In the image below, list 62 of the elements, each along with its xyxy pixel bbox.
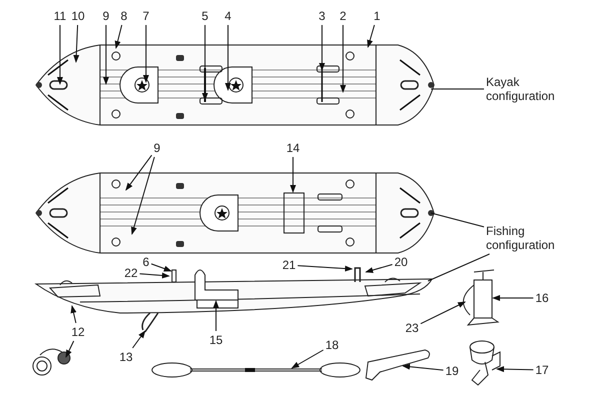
leader-line <box>143 24 149 83</box>
callout-number: 21 <box>282 258 296 272</box>
callout-number: 19 <box>445 364 459 378</box>
callout-number: 9 <box>154 141 160 155</box>
paddle-drawing <box>152 362 360 378</box>
callout-number: 23 <box>405 321 419 335</box>
leader-line <box>430 88 484 90</box>
callout-number: 20 <box>394 255 408 269</box>
callout-number: 3 <box>318 9 326 23</box>
callout-number: 15 <box>209 333 223 347</box>
leader-line <box>57 24 63 85</box>
leader-line <box>70 305 76 324</box>
callout-number: 14 <box>286 141 300 155</box>
callout-number: 11 <box>54 9 66 23</box>
leader-line <box>66 340 74 358</box>
leader-line <box>365 264 393 273</box>
callout-number: 16 <box>535 291 549 305</box>
leader-line <box>496 366 534 372</box>
leader-line <box>103 24 109 85</box>
leader-line <box>291 350 324 368</box>
leader-line <box>290 156 296 193</box>
callout-number: 8 <box>120 9 128 23</box>
leader-line <box>132 330 146 348</box>
callout-number: 12 <box>71 325 85 339</box>
configuration-label: Fishing configuration <box>486 224 566 252</box>
leader-line <box>319 24 325 71</box>
leader-line <box>150 263 172 272</box>
valve-cap-drawing <box>32 348 70 376</box>
callout-number: 2 <box>340 9 346 23</box>
callout-number: 1 <box>374 9 380 23</box>
pump-drawing <box>462 270 498 326</box>
gauge-valve-drawing <box>470 340 500 386</box>
callout-number: 7 <box>142 9 150 23</box>
callout-number: 13 <box>119 350 133 364</box>
configuration-label: Kayak configuration <box>486 75 566 103</box>
leader-line <box>139 272 170 278</box>
leader-line <box>297 265 353 272</box>
callout-number: 17 <box>535 363 549 377</box>
leader-line <box>428 254 490 282</box>
leader-line <box>73 24 80 63</box>
paddle-holder-drawing <box>366 350 430 380</box>
leader-line <box>202 24 208 101</box>
leader-line <box>402 364 444 371</box>
kayak-top-view-drawing <box>36 44 434 126</box>
callout-number: 10 <box>71 9 85 23</box>
leader-line <box>430 212 484 228</box>
leader-line <box>367 24 375 48</box>
callout-number: 6 <box>142 255 150 269</box>
callout-number: 9 <box>102 9 110 23</box>
leader-line <box>213 300 219 332</box>
leader-line <box>131 156 155 235</box>
leader-line <box>492 295 534 301</box>
kayak-top-view-drawing <box>36 172 434 254</box>
leader-line <box>225 24 231 91</box>
callout-number: 5 <box>202 9 208 23</box>
leader-line <box>340 24 346 93</box>
callout-number: 18 <box>325 338 339 352</box>
leader-line <box>420 302 466 324</box>
leader-line <box>114 24 122 49</box>
callout-number: 4 <box>224 9 232 23</box>
leader-line <box>125 154 152 191</box>
callout-number: 22 <box>124 266 138 280</box>
